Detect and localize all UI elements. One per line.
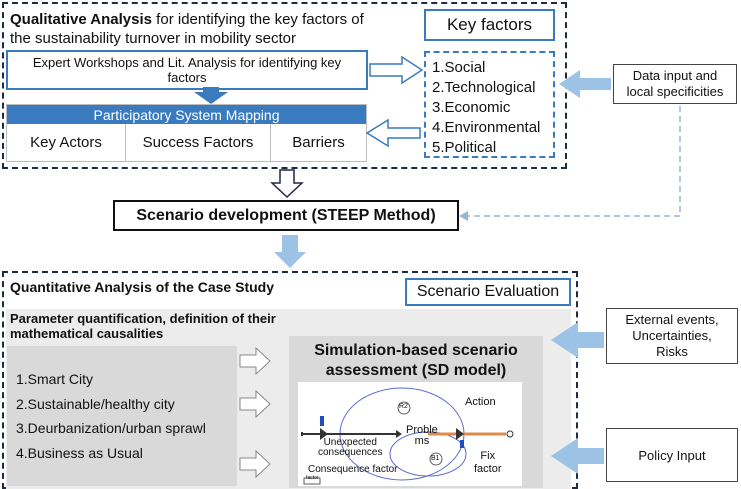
marker-icon-2 <box>460 440 464 448</box>
cloud-icon <box>506 430 514 438</box>
psm-key-actors: Key Actors <box>7 124 126 161</box>
inner-loop-icon <box>389 431 467 477</box>
stock-icon <box>303 477 321 485</box>
light-blue-down-arrow-icon <box>274 235 306 268</box>
expert-line1: Expert Workshops and Lit. Analysis for i… <box>32 55 342 70</box>
expert-line2: factors <box>167 70 207 85</box>
psm-barriers: Barriers <box>292 134 345 151</box>
scenario-business-as-usual: 4.Business as Usual <box>16 444 143 461</box>
small-factor-label: factor <box>306 475 319 481</box>
external-line2: Uncertainties, <box>632 328 712 343</box>
key-factor-social: 1.Social <box>432 59 486 76</box>
external-line3: Risks <box>656 344 688 359</box>
psm-success-factors: Success Factors <box>126 124 271 161</box>
qualitative-title-bold: Qualitative Analysis <box>10 11 153 28</box>
key-factor-economic: 3.Economic <box>432 99 511 116</box>
scenario-smart-city: 1.Smart City <box>16 371 94 387</box>
marker-icon <box>320 416 324 426</box>
expert-workshops-box: Expert Workshops and Lit. Analysis for i… <box>6 50 368 90</box>
fix-factor-label: Fix factor <box>474 450 502 476</box>
b1-loop-icon <box>429 452 443 466</box>
key-factors-title: Key factors <box>424 9 555 41</box>
qualitative-title: Qualitative Analysis for identifying the… <box>10 10 420 48</box>
r2-label: R2 <box>399 403 408 410</box>
data-input-box: Data input and local specificities <box>613 64 737 104</box>
key-factor-political: 5.Political <box>432 139 497 156</box>
dashed-arrowhead-icon <box>459 211 468 221</box>
data-input-line2: local specificities <box>626 84 724 99</box>
param-line1: Parameter quantification, definition of … <box>10 311 276 326</box>
b1-label: B1 <box>431 455 440 462</box>
psm-header: Participatory System Mapping <box>7 105 366 124</box>
r2-loop-icon <box>397 401 411 415</box>
sd-model-diagram: R2 B1 Action Proble ms Unexpected conseq… <box>298 382 522 486</box>
problems-line2: ms <box>414 435 430 447</box>
key-factor-environmental: 4.Environmental <box>432 119 541 136</box>
consequence-factor-label: Consequence factor <box>308 464 398 475</box>
data-input-line1: Data input and <box>632 68 718 83</box>
fix-line1: Fix <box>480 450 496 462</box>
scenario-sustainable-city: 2.Sustainable/healthy city <box>16 395 175 412</box>
participatory-system-mapping: Participatory System Mapping Key Actors … <box>6 104 367 162</box>
simulation-title: Simulation-based scenario assessment (SD… <box>289 341 543 381</box>
sd-model-svg <box>301 387 514 485</box>
sim-line1: Simulation-based scenario <box>314 342 518 359</box>
action-label: Action <box>465 396 496 408</box>
problems-label: Proble ms <box>406 425 438 447</box>
sim-line2: assessment (SD model) <box>325 362 507 379</box>
scenario-development-box: Scenario development (STEEP Method) <box>113 200 459 231</box>
scenario-evaluation-box: Scenario Evaluation <box>405 278 571 306</box>
parameter-quantification-text: Parameter quantification, definition of … <box>10 311 276 341</box>
external-events-box: External events, Uncertainties, Risks <box>606 308 738 364</box>
problems-line1: Proble <box>406 424 438 436</box>
key-factor-technological: 2.Technological <box>432 79 536 96</box>
scenario-list-box: 1.Smart City 2.Sustainable/healthy city … <box>7 346 237 486</box>
param-line2: mathematical causalities <box>10 326 164 341</box>
hollow-down-arrow-icon <box>270 169 304 199</box>
scenario-deurbanization: 3.Deurbanization/urban sprawl <box>16 420 206 436</box>
fix-line2: factor <box>474 463 502 475</box>
external-line1: External events, <box>625 312 719 327</box>
policy-input-box: Policy Input <box>606 428 738 482</box>
flow-arrow-left-icon <box>396 430 402 438</box>
unexpected-consequences-label: Unexpected consequences <box>318 438 383 458</box>
qualitative-title-line2: the sustainability turnover in mobility … <box>10 30 296 47</box>
quantitative-title: Quantitative Analysis of the Case Study <box>10 279 274 295</box>
key-factors-list: 1.Social 2.Technological 3.Economic 4.En… <box>424 51 555 158</box>
valve-icon-right <box>456 428 464 440</box>
unexpected-line2: consequences <box>318 447 383 458</box>
unexpected-line1: Unexpected <box>323 437 377 448</box>
qualitative-title-rest: for identifying the key factors of <box>152 11 364 28</box>
valve-icon <box>320 428 328 440</box>
